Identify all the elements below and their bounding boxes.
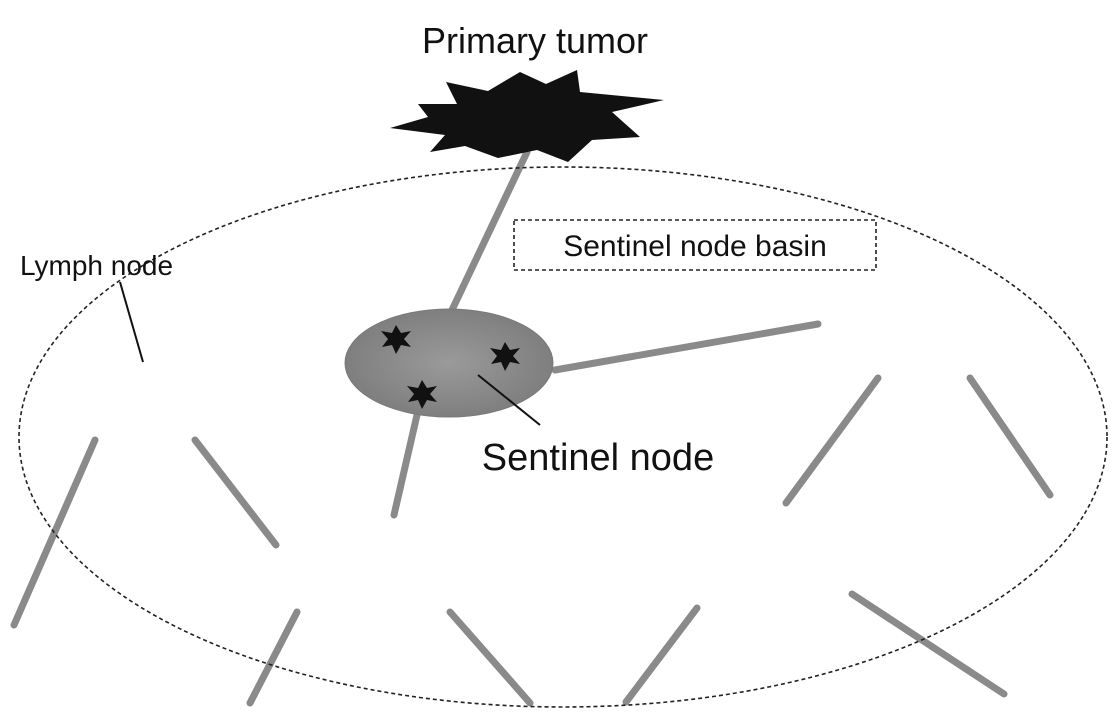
lymph-node-leader-line: [120, 282, 143, 362]
sentinel-node-shape: [345, 309, 553, 417]
lymph-vessel: [195, 440, 276, 545]
sentinel-node-basin-label: Sentinel node basin: [563, 230, 827, 263]
afferent-vessel-tumor: [452, 152, 527, 310]
primary-tumor-label: Primary tumor: [422, 20, 648, 61]
efferent-vessel-right: [555, 324, 818, 370]
lymph-vessel: [786, 378, 878, 503]
lymph-vessel: [852, 594, 1004, 694]
lymph-vessel: [626, 608, 697, 702]
sentinel-node-label: Sentinel node: [482, 437, 714, 479]
lymph-vessel: [250, 612, 297, 703]
efferent-vessel-down: [394, 415, 417, 515]
lymph-node-label: Lymph node: [20, 250, 173, 281]
lymph-vessel: [970, 378, 1050, 495]
primary-tumor-starburst-icon: [390, 70, 664, 162]
lymph-vessel: [450, 612, 530, 703]
lymphatic-vessels: [14, 152, 1050, 703]
